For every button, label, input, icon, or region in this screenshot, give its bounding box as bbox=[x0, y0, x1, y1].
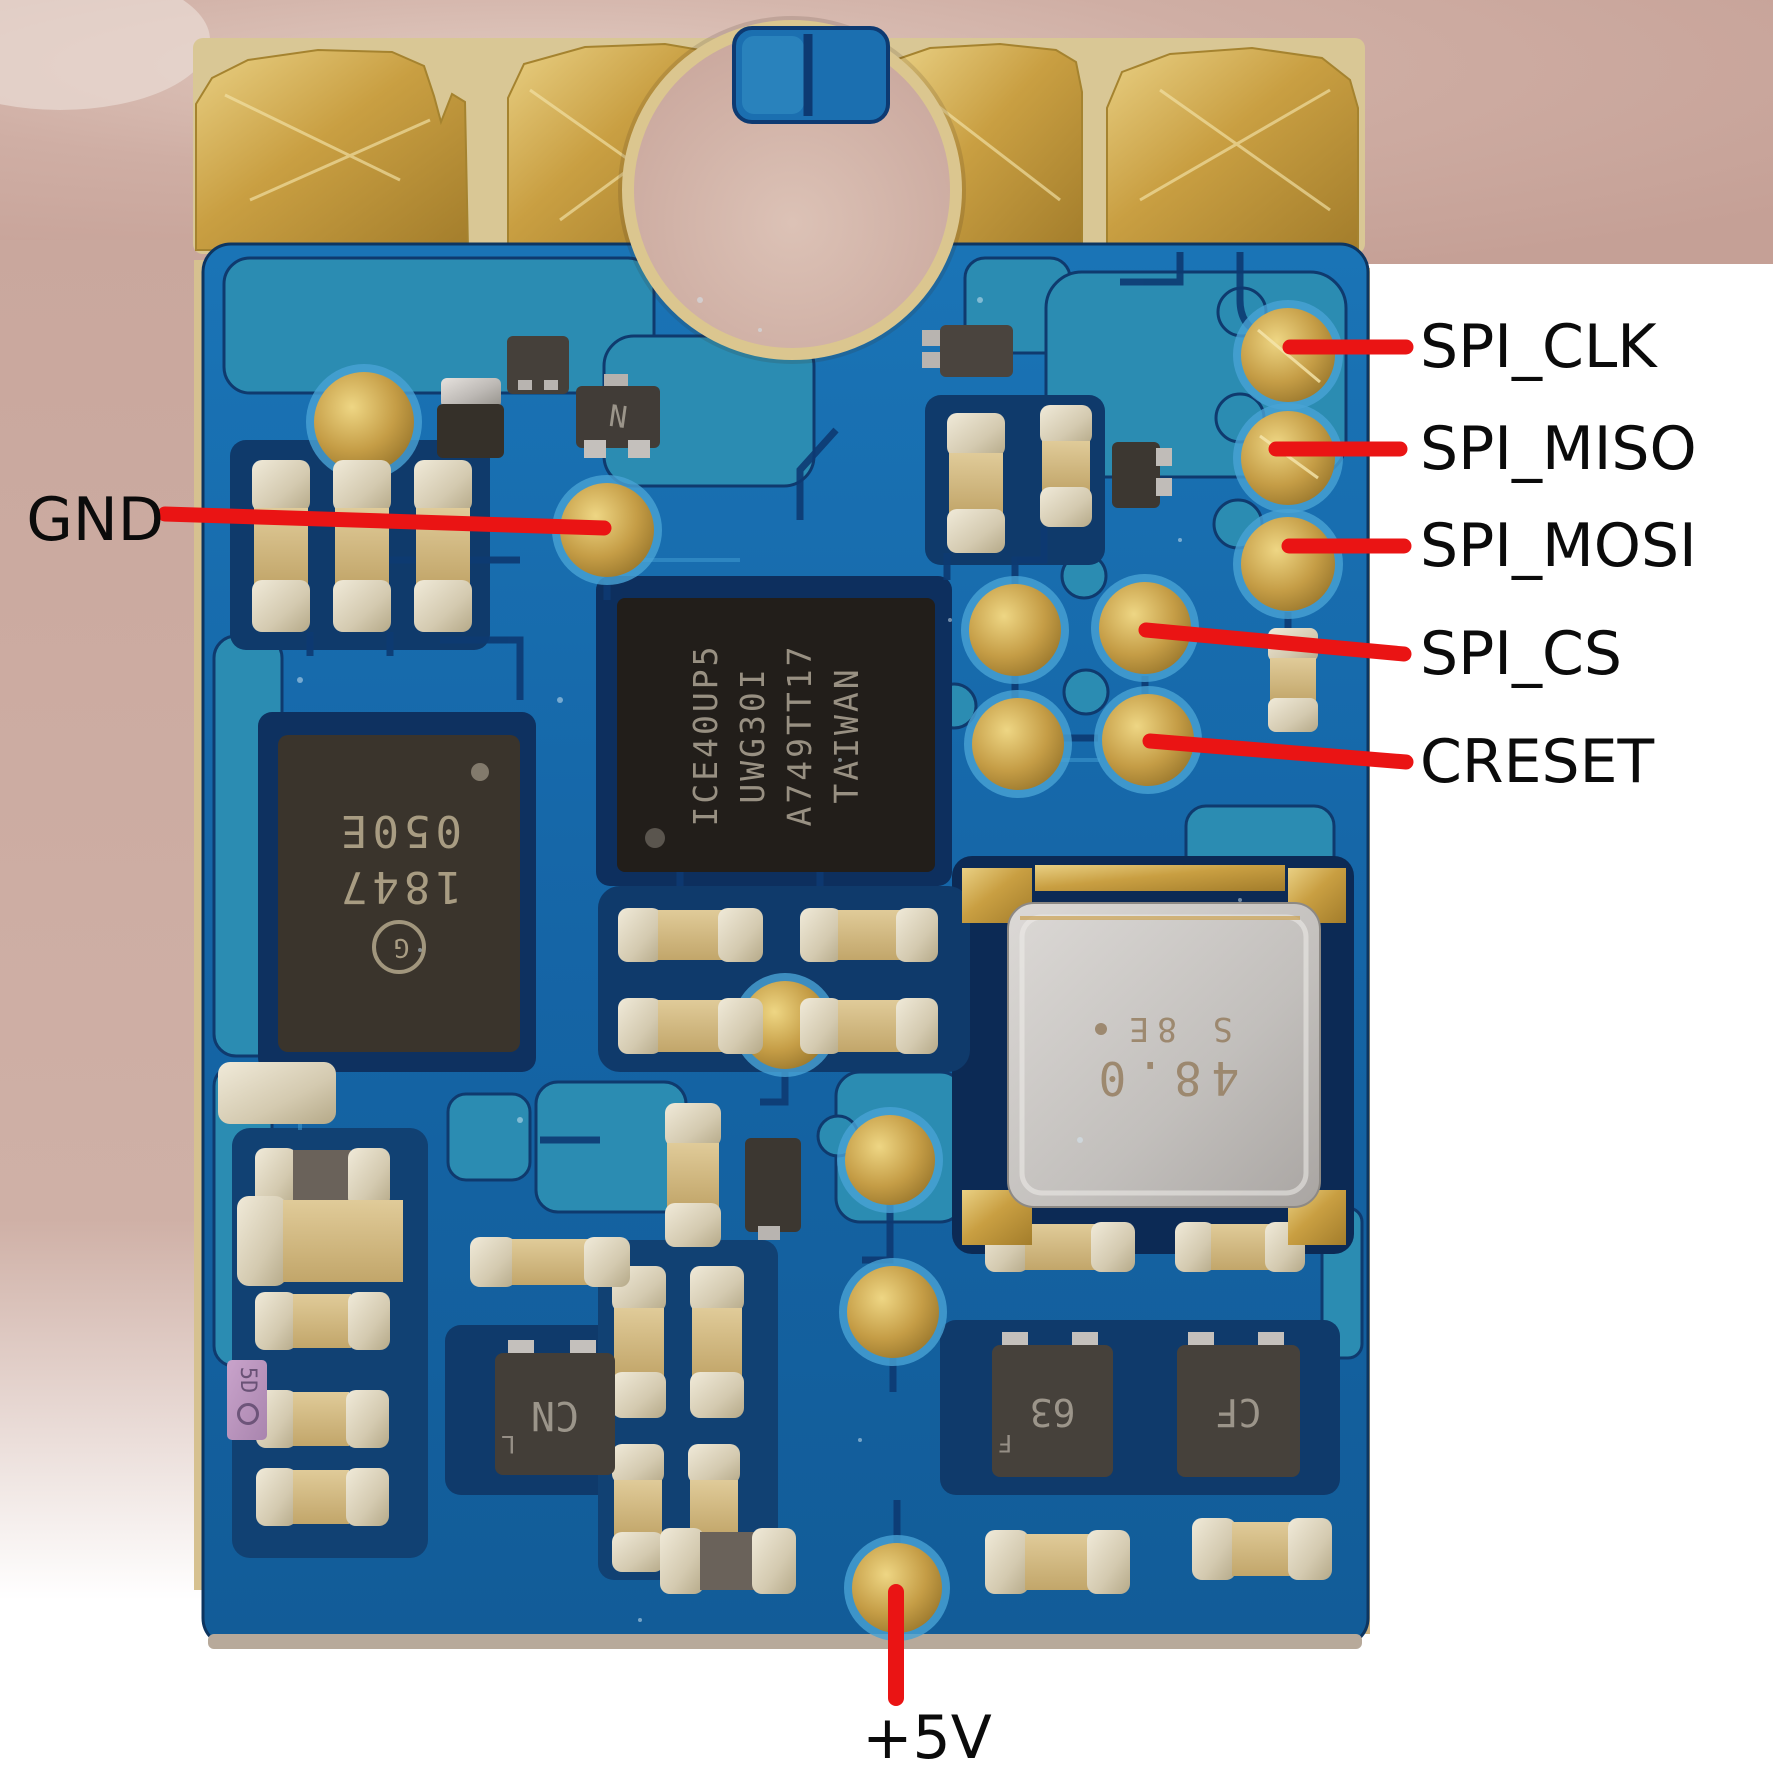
fpga-marking-line: TAIWAN bbox=[827, 666, 866, 804]
pad-cluster-left-bottom bbox=[964, 690, 1072, 798]
purple-part-marking: 5D bbox=[228, 1354, 268, 1438]
component-c bbox=[922, 325, 1013, 377]
fpga-ic bbox=[617, 598, 935, 872]
component-b bbox=[507, 336, 569, 394]
flash-ic bbox=[278, 735, 520, 1052]
pad-spi-clk bbox=[1233, 300, 1343, 410]
capacitor bbox=[218, 908, 1332, 1594]
diode-a bbox=[437, 378, 504, 458]
background-left-pink bbox=[0, 240, 206, 1600]
annotation-line-creset bbox=[1142, 733, 1414, 770]
flash-marking-line: 050E bbox=[336, 805, 462, 856]
label-spi-mosi: SPI_MOSI bbox=[1420, 511, 1697, 581]
transistor-cn-marking: CN L bbox=[495, 1383, 615, 1458]
label-5v: +5V bbox=[862, 1703, 992, 1773]
pad-spi-mosi bbox=[1233, 509, 1343, 619]
annotation-line-gnd bbox=[157, 506, 612, 536]
fpga-marking: ICE40UP5 UWG30I A749TT17 TAIWAN bbox=[676, 585, 876, 885]
transistor-63-marking: 63 F bbox=[992, 1378, 1113, 1457]
logo-dot-icon bbox=[237, 1403, 259, 1426]
transistor-cn-code: CN bbox=[530, 1392, 580, 1438]
transistor-cn bbox=[495, 1340, 615, 1475]
laser-dot bbox=[1095, 1023, 1108, 1035]
transistor-63 bbox=[992, 1332, 1113, 1477]
oscillator-lot-line: S 8E bbox=[1095, 1007, 1233, 1051]
annotation-line-spi-cs bbox=[1138, 622, 1412, 662]
transistor-cf-marking: CF bbox=[1215, 1390, 1262, 1434]
label-spi-cs: SPI_CS bbox=[1420, 619, 1622, 689]
oscillator-marking: 48.0 S 8E bbox=[1034, 998, 1294, 1114]
label-gnd: GND bbox=[26, 485, 164, 555]
pads bbox=[306, 300, 1343, 1641]
transistor-n bbox=[576, 374, 660, 458]
purple-led bbox=[227, 1360, 267, 1440]
fpga-marking-line: ICE40UP5 bbox=[686, 643, 725, 827]
fpga-marking-line: UWG30I bbox=[733, 666, 772, 804]
small-semiconductors bbox=[227, 325, 1300, 1477]
pad-cluster-left-top bbox=[961, 576, 1069, 684]
pad-top-left bbox=[306, 364, 422, 480]
transistor-cf bbox=[1177, 1332, 1300, 1477]
label-spi-clk: SPI_CLK bbox=[1420, 312, 1657, 382]
flash-marking: G 1847 050E bbox=[269, 770, 529, 1006]
pad-spi-miso bbox=[1233, 403, 1343, 513]
passive-components bbox=[218, 405, 1332, 1594]
fpga-marking-line: A749TT17 bbox=[780, 643, 819, 827]
transistor-63-code: 63 bbox=[1029, 1390, 1076, 1434]
purple-part-code: 5D bbox=[235, 1366, 261, 1394]
pad-lower bbox=[839, 1258, 947, 1366]
oscillator bbox=[962, 865, 1346, 1245]
oscillator-lot: S 8E bbox=[1121, 1010, 1233, 1049]
oscillator-frequency: 48.0 bbox=[1088, 1051, 1240, 1105]
label-spi-miso: SPI_MISO bbox=[1420, 414, 1697, 484]
board-edge-left bbox=[194, 260, 204, 1590]
flash-marking-line: 1847 bbox=[336, 861, 462, 912]
pin1-dot bbox=[645, 828, 665, 848]
capacitor bbox=[252, 405, 1318, 1572]
board-edge-bottom bbox=[208, 1634, 1362, 1649]
flash-logo: G bbox=[372, 920, 426, 974]
background-highlight bbox=[0, 0, 210, 110]
gold-finger-1 bbox=[195, 48, 470, 251]
pad-center bbox=[837, 1107, 943, 1213]
top-blue-tab bbox=[732, 26, 890, 124]
transistor-63-corner: F bbox=[998, 1429, 1013, 1457]
component-d bbox=[1112, 442, 1172, 508]
sot-mid bbox=[745, 1138, 801, 1240]
gold-finger-4 bbox=[1106, 46, 1359, 251]
annotation-lines bbox=[157, 339, 1414, 1706]
pin1-dot bbox=[471, 763, 489, 781]
transistor-cn-corner: L bbox=[501, 1430, 516, 1458]
label-creset: CRESET bbox=[1420, 727, 1655, 797]
panel-hole-shadow bbox=[618, 16, 966, 364]
